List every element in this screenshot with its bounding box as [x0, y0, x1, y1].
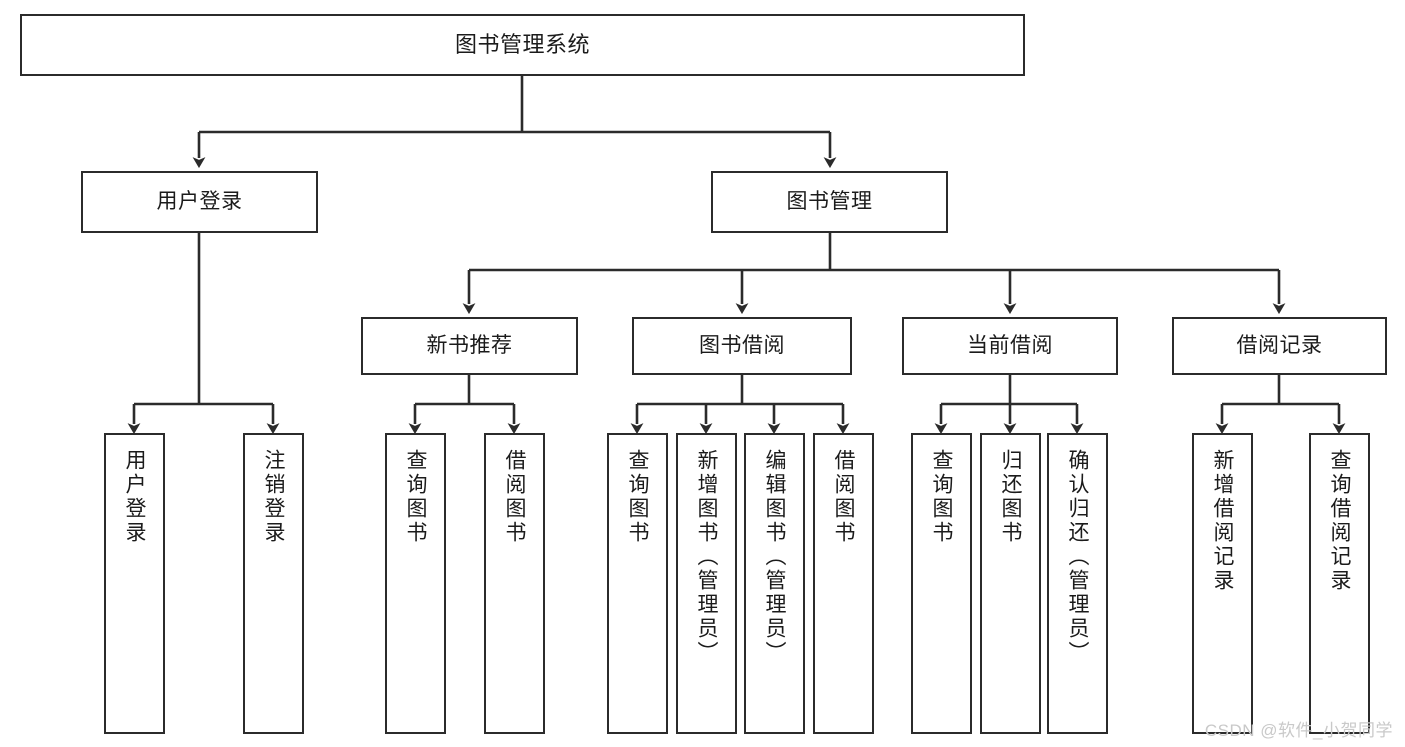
node-label: 查询图书 — [930, 449, 953, 545]
node-label: 查询图书 — [404, 449, 427, 545]
node-label: 借阅图书 — [503, 449, 526, 545]
node-label: 借阅记录 — [1236, 333, 1323, 357]
node-label: 确认归还（管理员） — [1066, 449, 1089, 665]
leaf-user-login[interactable]: 用户登录 — [104, 433, 165, 734]
node-label: 图书管理 — [786, 189, 873, 213]
node-label: 新书推荐 — [426, 333, 513, 357]
leaf-query-record[interactable]: 查询借阅记录 — [1309, 433, 1370, 734]
leaf-query-book-3[interactable]: 查询图书 — [911, 433, 972, 734]
csdn-watermark: CSDN @软件_小贺同学 — [1204, 721, 1393, 740]
node-label: 新增图书（管理员） — [695, 449, 718, 665]
node-new-book-recommend[interactable]: 新书推荐 — [361, 317, 578, 375]
node-label: 注销登录 — [262, 449, 285, 545]
leaf-add-record[interactable]: 新增借阅记录 — [1192, 433, 1253, 734]
node-book-borrow[interactable]: 图书借阅 — [632, 317, 852, 375]
leaf-confirm-return[interactable]: 确认归还（管理员） — [1047, 433, 1108, 734]
node-user-login[interactable]: 用户登录 — [81, 171, 318, 233]
leaf-add-book[interactable]: 新增图书（管理员） — [676, 433, 737, 734]
leaf-query-book-2[interactable]: 查询图书 — [607, 433, 668, 734]
node-book-manage[interactable]: 图书管理 — [711, 171, 948, 233]
node-label: 图书借阅 — [699, 333, 785, 357]
node-label: 编辑图书（管理员） — [763, 449, 786, 665]
node-label: 用户登录 — [123, 449, 146, 545]
node-label: 借阅图书 — [832, 449, 855, 545]
node-label: 归还图书 — [999, 449, 1022, 545]
leaf-borrow-book-1[interactable]: 借阅图书 — [484, 433, 545, 734]
node-label: 当前借阅 — [967, 333, 1053, 357]
leaf-edit-book[interactable]: 编辑图书（管理员） — [744, 433, 805, 734]
leaf-logout-login[interactable]: 注销登录 — [243, 433, 304, 734]
leaf-borrow-book-2[interactable]: 借阅图书 — [813, 433, 874, 734]
node-current-borrow[interactable]: 当前借阅 — [902, 317, 1118, 375]
node-borrow-record[interactable]: 借阅记录 — [1172, 317, 1387, 375]
node-label: 查询图书 — [626, 449, 649, 545]
leaf-query-book-1[interactable]: 查询图书 — [385, 433, 446, 734]
node-label: 新增借阅记录 — [1211, 449, 1234, 593]
leaf-return-book[interactable]: 归还图书 — [980, 433, 1041, 734]
node-root-system[interactable]: 图书管理系统 — [20, 14, 1025, 76]
node-label: 图书管理系统 — [454, 31, 590, 57]
node-label: 用户登录 — [156, 189, 243, 213]
node-label: 查询借阅记录 — [1328, 449, 1351, 593]
